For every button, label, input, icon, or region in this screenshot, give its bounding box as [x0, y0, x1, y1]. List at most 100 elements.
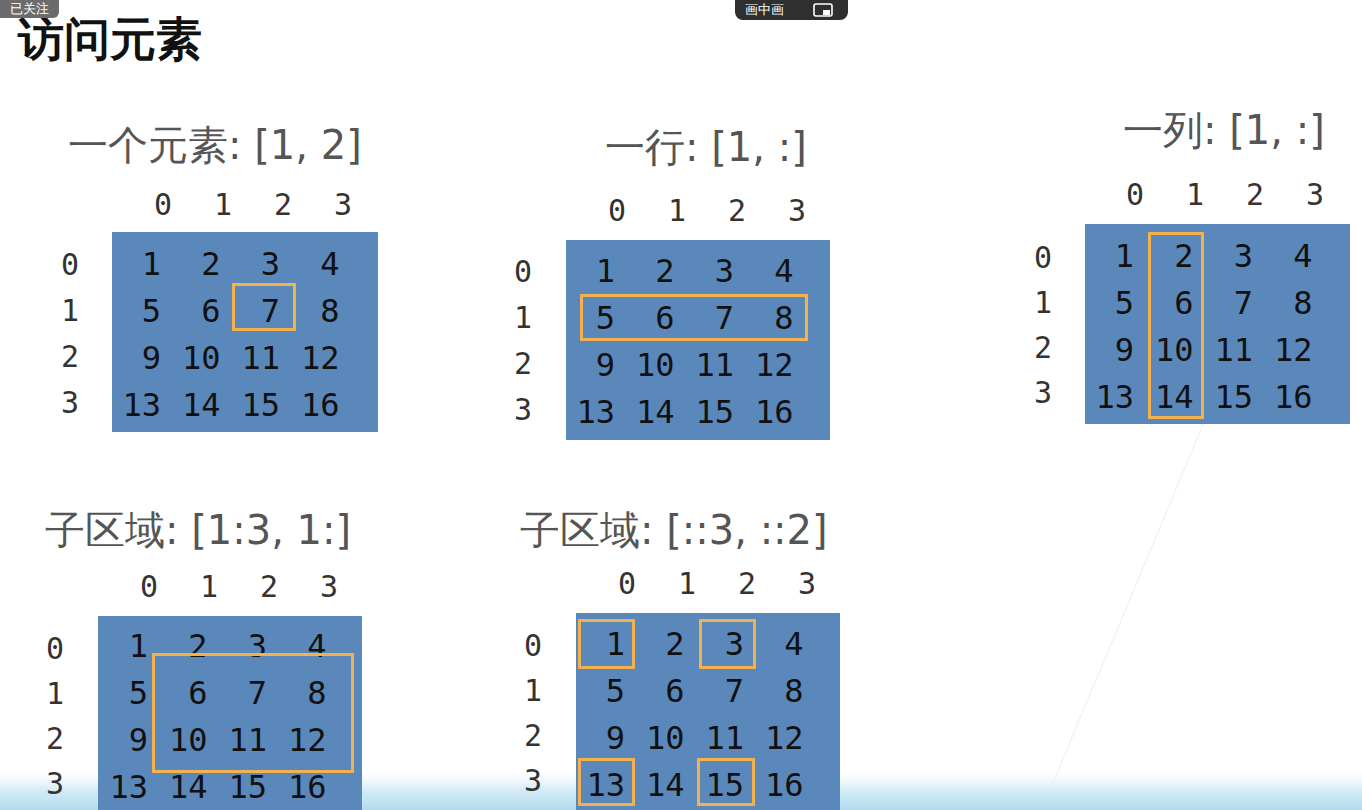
- array-value: 5: [129, 677, 148, 709]
- panel-heading: 子区域: [::3, ::2]: [520, 505, 828, 555]
- array-value: 11: [228, 724, 267, 756]
- array-grid: 子区域: [::3, ::2]24567891011121416131315: [576, 613, 840, 810]
- array-value: 2: [188, 630, 207, 662]
- array-value: 4: [774, 255, 793, 287]
- array-value: 14: [1155, 381, 1194, 413]
- array-value: 14: [646, 769, 685, 801]
- column-index: 2: [274, 190, 292, 220]
- faint-line: [1050, 420, 1205, 790]
- highlight-box: 13: [578, 758, 635, 806]
- array-value: 14: [182, 389, 221, 421]
- column-index: 3: [788, 196, 806, 226]
- row-index: 0: [61, 250, 79, 280]
- array-value: 5: [596, 302, 615, 334]
- array-value: 1: [129, 630, 148, 662]
- array-value: 3: [725, 628, 744, 660]
- array-value: 6: [201, 295, 220, 327]
- array-value: 13: [1095, 381, 1134, 413]
- array-value: 8: [1293, 287, 1312, 319]
- array-value: 15: [241, 389, 280, 421]
- column-index: 2: [1246, 180, 1264, 210]
- panel-heading: 一个元素: [1, 2]: [68, 120, 362, 170]
- array-value: 12: [1274, 334, 1313, 366]
- array-value: 7: [248, 677, 267, 709]
- array-value: 5: [606, 675, 625, 707]
- array-value: 7: [1234, 287, 1253, 319]
- array-value: 14: [636, 396, 675, 428]
- array-value: 4: [1293, 240, 1312, 272]
- array-value: 7: [715, 302, 734, 334]
- row-index: 3: [46, 769, 64, 799]
- array-value: 8: [784, 675, 803, 707]
- highlight-box: 678101112: [152, 653, 354, 773]
- array-value: 9: [129, 724, 148, 756]
- array-value: 9: [1115, 334, 1134, 366]
- array-value: 6: [1174, 287, 1193, 319]
- array-value: 12: [765, 722, 804, 754]
- array-grid: 一行: [1, :]12349101112131415165678: [566, 240, 830, 440]
- array-value: 9: [142, 342, 161, 374]
- array-value: 11: [695, 349, 734, 381]
- row-index: 0: [1034, 243, 1052, 273]
- array-value: 7: [725, 675, 744, 707]
- array-value: 5: [142, 295, 161, 327]
- column-index: 1: [200, 572, 218, 602]
- row-index: 3: [514, 395, 532, 425]
- array-value: 2: [1174, 240, 1193, 272]
- array-value: 8: [307, 677, 326, 709]
- array-value: 16: [288, 771, 327, 803]
- array-value: 3: [261, 248, 280, 280]
- array-value: 10: [169, 724, 208, 756]
- array-value: 4: [784, 628, 803, 660]
- array-value: 11: [241, 342, 280, 374]
- pip-icon: [812, 2, 836, 18]
- row-index: 1: [46, 679, 64, 709]
- column-index: 0: [608, 196, 626, 226]
- page-title: 访问元素: [18, 16, 202, 62]
- column-index: 3: [798, 569, 816, 599]
- array-value: 4: [307, 630, 326, 662]
- pip-button: 画中画: [735, 0, 848, 20]
- array-grid: 一个元素: [1, 2]12345689101112131415167: [112, 232, 378, 432]
- array-value: 11: [705, 722, 744, 754]
- array-value: 16: [1274, 381, 1313, 413]
- column-index: 0: [1126, 180, 1144, 210]
- array-value: 10: [636, 349, 675, 381]
- array-value: 16: [301, 389, 340, 421]
- panel-heading: 一列: [1, :]: [1123, 105, 1325, 155]
- array-value: 8: [320, 295, 339, 327]
- array-value: 5: [1115, 287, 1134, 319]
- column-index: 1: [1186, 180, 1204, 210]
- row-index: 0: [514, 257, 532, 287]
- array-value: 12: [301, 342, 340, 374]
- array-value: 13: [586, 769, 625, 801]
- column-index: 2: [260, 572, 278, 602]
- row-index: 1: [1034, 288, 1052, 318]
- button-text: 画中画: [745, 2, 784, 17]
- array-value: 13: [109, 771, 148, 803]
- column-index: 0: [140, 572, 158, 602]
- highlight-box: 261014: [1148, 232, 1204, 419]
- array-value: 6: [665, 675, 684, 707]
- row-index: 3: [524, 766, 542, 796]
- row-index: 2: [61, 342, 79, 372]
- array-value: 1: [142, 248, 161, 280]
- array-value: 12: [755, 349, 794, 381]
- array-value: 3: [248, 630, 267, 662]
- column-index: 3: [334, 190, 352, 220]
- array-grid: 子区域: [1:3, 1:]12345913141516678101112: [98, 616, 362, 810]
- array-value: 7: [261, 295, 280, 327]
- array-value: 15: [705, 769, 744, 801]
- highlight-box: 5678: [580, 294, 808, 341]
- array-value: 13: [576, 396, 615, 428]
- follow-tag: 已关注: [0, 0, 59, 18]
- highlight-box: 7: [232, 283, 296, 331]
- panel-heading: 子区域: [1:3, 1:]: [45, 505, 351, 555]
- array-value: 4: [320, 248, 339, 280]
- array-value: 15: [1214, 381, 1253, 413]
- array-value: 10: [182, 342, 221, 374]
- row-index: 1: [514, 303, 532, 333]
- array-value: 1: [596, 255, 615, 287]
- array-value: 12: [288, 724, 327, 756]
